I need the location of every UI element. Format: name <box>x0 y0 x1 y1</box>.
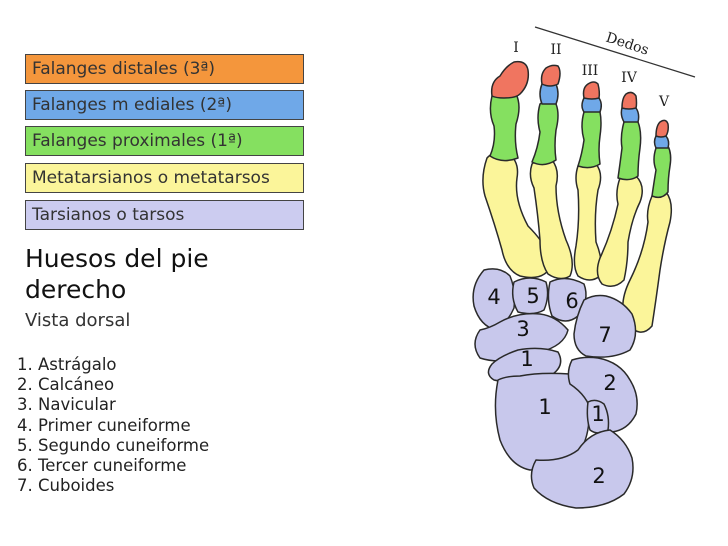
bone-number-talus-body: 1 <box>538 395 551 419</box>
proximal-phalanx-3 <box>578 109 601 168</box>
toes-label: Dedos <box>604 30 651 59</box>
toe-numeral-2: II <box>550 42 561 58</box>
bone-number-third-cuneiform: 6 <box>565 289 578 313</box>
distal-phalanx-4 <box>622 92 637 109</box>
bone-number-talus-neck: 1 <box>520 347 533 371</box>
proximal-phalanx-4 <box>618 119 641 180</box>
distal-phalanx-1 <box>492 62 529 98</box>
toe-numeral-1: I <box>513 40 519 56</box>
metatarsal-3 <box>574 161 601 280</box>
bone-number-first-cuneiform: 4 <box>487 285 500 309</box>
toe-numeral-5: V <box>658 94 670 110</box>
distal-phalanx-3 <box>584 82 600 99</box>
bone-number-calcaneus-lower: 2 <box>592 464 605 488</box>
distal-phalanx-5 <box>656 120 668 137</box>
proximal-phalanx-1 <box>490 92 519 160</box>
bone-number-second-cuneiform: 5 <box>526 284 539 308</box>
toe-numeral-4: IV <box>621 70 638 86</box>
bone-number-calcaneus-upper: 2 <box>603 371 616 395</box>
toe-numeral-3: III <box>582 63 599 79</box>
bone-number-navicular: 3 <box>516 317 529 341</box>
bone-number-talus-small: 1 <box>591 402 604 426</box>
proximal-phalanx-5 <box>652 144 671 197</box>
bone-number-cuboid: 7 <box>598 323 611 347</box>
proximal-phalanx-2 <box>532 101 558 165</box>
distal-phalanx-2 <box>542 65 561 86</box>
